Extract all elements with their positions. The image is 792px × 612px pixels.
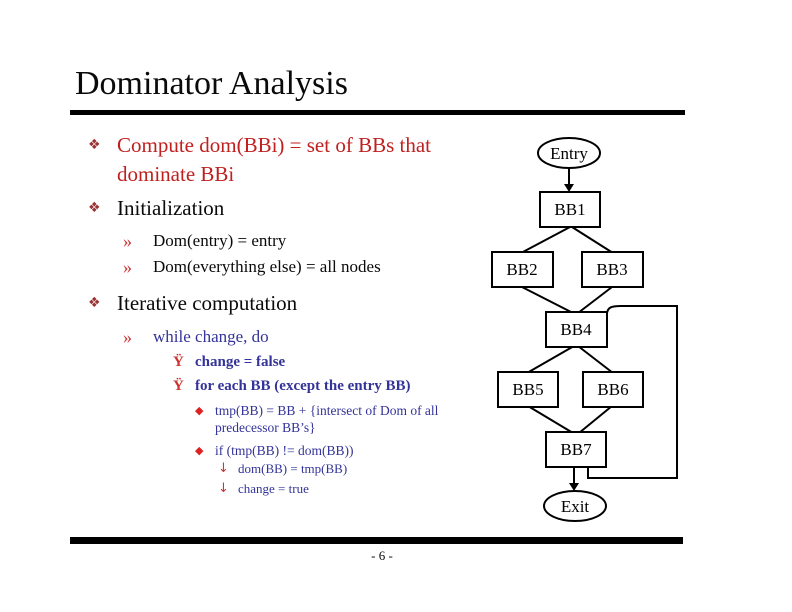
list-item-text: Compute dom(BBi) = set of BBs that domin… (117, 133, 432, 186)
arrowhead-entry-bb1 (564, 184, 574, 192)
bb1-node (539, 191, 601, 228)
bb6-node-label: BB6 (597, 380, 628, 399)
list-item: Ÿ for each BB (except the entry BB) (173, 374, 488, 398)
page-number: - 6 - (371, 548, 393, 563)
list-item-text: for each BB (except the entry BB) (195, 378, 411, 394)
guillemet-bullet-icon: » (123, 327, 132, 347)
bb5-node-label: BB5 (512, 380, 543, 399)
bb7-node-label: BB7 (560, 440, 592, 459)
list-item: » Dom(entry) = entry (123, 228, 488, 254)
y-umlaut-bullet-icon: Ÿ (173, 378, 184, 394)
bb7-node (545, 431, 607, 468)
list-item-text: Initialization (117, 196, 225, 220)
down-arrow-bullet-icon: ↓ (218, 481, 229, 496)
diamond-cluster-bullet-icon: ❖ (88, 295, 101, 311)
list-item-text: Iterative computation (117, 291, 298, 315)
edge-bb4-bb6 (577, 345, 614, 374)
edge-bb5-bb7 (527, 405, 574, 434)
list-item-text: change = true (238, 481, 309, 496)
bb2-node-label: BB2 (506, 260, 537, 279)
list-item-text: dom(BB) = tmp(BB) (238, 461, 348, 476)
exit-node (543, 490, 607, 522)
y-umlaut-bullet-icon: Ÿ (173, 354, 184, 370)
entry-node (537, 137, 601, 169)
list-item: ◆ if (tmp(BB) != dom(BB)) (195, 442, 488, 459)
list-item: ◆ tmp(BB) = BB + {intersect of Dom of al… (195, 402, 488, 436)
diamond-bullet-icon: ◆ (195, 404, 204, 417)
list-item-text: Dom(entry) = entry (153, 231, 287, 250)
list-item: » Dom(everything else) = all nodes (123, 254, 488, 280)
list-item: ❖ Compute dom(BBi) = set of BBs that dom… (88, 131, 488, 189)
bb4-node-label: BB4 (560, 320, 592, 339)
list-item-text: Dom(everything else) = all nodes (153, 257, 381, 276)
edge-bb1-bb3 (571, 226, 614, 254)
edge-bb6-bb7 (578, 405, 613, 434)
bb2-node (491, 251, 554, 288)
list-item: ↓ dom(BB) = tmp(BB) (218, 459, 488, 479)
edge-bb4-bb5 (526, 345, 575, 374)
bb3-node (581, 251, 644, 288)
exit-node-label: Exit (561, 497, 590, 516)
bb5-node (497, 371, 559, 408)
page-title: Dominator Analysis (75, 65, 348, 102)
diamond-cluster-bullet-icon: ❖ (88, 137, 101, 153)
arrowhead-bb7-exit (569, 483, 579, 491)
title-underline (70, 110, 685, 115)
bb3-node-label: BB3 (596, 260, 627, 279)
list-item-text: change = false (195, 354, 286, 370)
list-item: » while change, do (123, 324, 488, 350)
list-item: ↓ change = true (218, 479, 488, 499)
edge-bb2-bb4 (521, 286, 574, 314)
list-item: ❖ Initialization (88, 194, 488, 223)
bb6-node (582, 371, 644, 408)
guillemet-bullet-icon: » (123, 231, 132, 251)
down-arrow-bullet-icon: ↓ (218, 461, 229, 476)
bb1-node-label: BB1 (554, 200, 585, 219)
outline-list: ❖ Compute dom(BBi) = set of BBs that dom… (88, 131, 488, 499)
list-item-text: if (tmp(BB) != dom(BB)) (215, 443, 354, 458)
list-item: ❖ Iterative computation (88, 289, 488, 318)
edge-bb7-bb4-backedge (587, 305, 678, 479)
guillemet-bullet-icon: » (123, 257, 132, 277)
list-item: Ÿ change = false (173, 350, 488, 374)
edge-bb3-bb4 (577, 286, 613, 314)
edge-bb1-bb2 (520, 226, 571, 254)
footer-rule (70, 537, 683, 544)
diamond-bullet-icon: ◆ (195, 444, 204, 457)
diamond-cluster-bullet-icon: ❖ (88, 200, 101, 216)
bb4-node (545, 311, 608, 348)
entry-node-label: Entry (550, 144, 588, 163)
list-item-text: while change, do (153, 327, 269, 346)
list-item-text: tmp(BB) = BB + {intersect of Dom of all … (215, 403, 439, 435)
